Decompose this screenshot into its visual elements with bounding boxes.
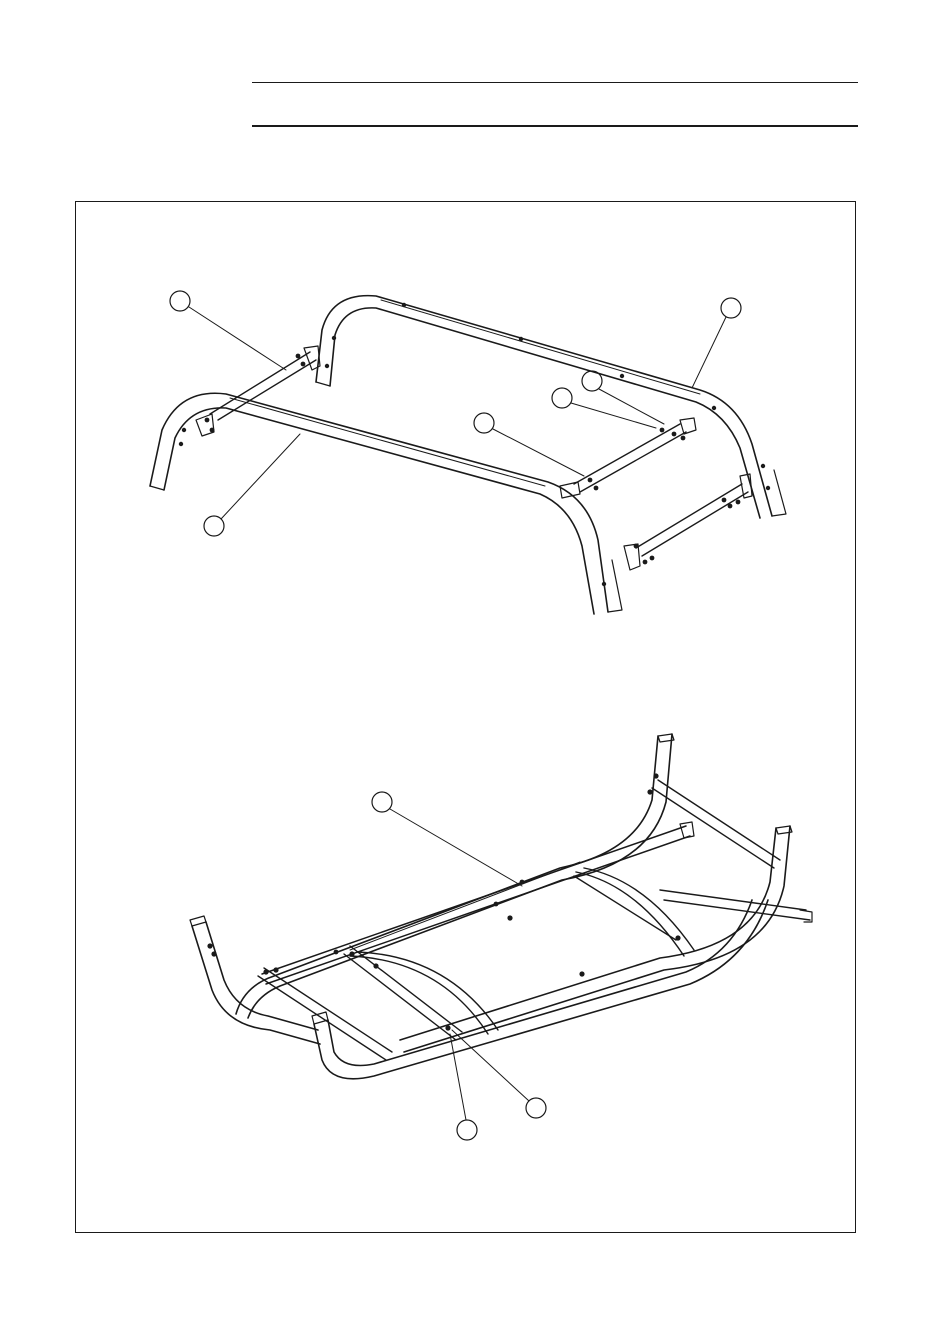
front-rail-holes	[179, 428, 606, 586]
callout-3	[582, 371, 664, 424]
bolt	[507, 915, 512, 920]
leader-line	[390, 809, 522, 886]
bolt-hole	[519, 337, 523, 341]
callout-7	[372, 792, 522, 886]
upper-assembly-view	[150, 291, 786, 614]
bolt	[296, 354, 301, 359]
bolt-hole	[402, 303, 406, 307]
front-side-rail	[150, 393, 622, 614]
bolt-hole	[325, 364, 329, 368]
callout-4	[552, 388, 656, 428]
bolt	[210, 428, 215, 433]
bolt-hole	[332, 336, 336, 340]
bolt	[594, 486, 599, 491]
bolt	[349, 951, 354, 956]
callout-balloon	[582, 371, 602, 391]
lower-slats	[344, 868, 694, 1040]
bolt-hole	[602, 582, 606, 586]
bolt	[634, 544, 639, 549]
lower-left-end	[190, 916, 392, 1060]
left-crossbar	[196, 346, 320, 436]
leader-line	[221, 434, 300, 519]
leader-line	[692, 317, 726, 388]
callout-balloon	[170, 291, 190, 311]
leader-line	[571, 403, 656, 428]
leader-line	[493, 429, 584, 476]
leader-line	[599, 389, 664, 424]
right-crossbar-bolts	[634, 498, 741, 565]
callout-balloon	[457, 1120, 477, 1140]
bolt	[273, 967, 278, 972]
bolt	[445, 1025, 450, 1030]
bolt	[728, 504, 733, 509]
bolt	[205, 418, 210, 423]
callout-balloon	[721, 298, 741, 318]
lower-front-rail	[312, 900, 768, 1079]
lower-assembly-view	[190, 734, 812, 1140]
callout-balloon	[552, 388, 572, 408]
bolt	[579, 971, 584, 976]
bolt	[681, 436, 686, 441]
bolt	[588, 478, 593, 483]
bolt-hole	[179, 442, 183, 446]
bolt-hole	[620, 374, 624, 378]
bolt	[211, 951, 216, 956]
bolt	[736, 500, 741, 505]
bolt	[301, 362, 306, 367]
bolt	[520, 880, 525, 885]
back-rail-holes	[325, 303, 770, 490]
callout-2	[692, 298, 741, 388]
lower-back-rail	[236, 734, 674, 1018]
leader-line	[450, 1034, 466, 1120]
bolt	[660, 428, 665, 433]
middle-crossbar	[560, 418, 696, 498]
bolt	[650, 556, 655, 561]
bolt	[675, 935, 680, 940]
leader-line	[452, 1030, 529, 1101]
leader-line	[189, 307, 286, 370]
bolt-hole	[182, 428, 186, 432]
bolt	[207, 943, 212, 948]
callout-8	[452, 1030, 546, 1118]
bolt-hole	[761, 464, 765, 468]
bolt	[647, 789, 652, 794]
lower-center-rail	[262, 822, 694, 984]
bolt	[334, 950, 339, 955]
lower-bolts	[207, 773, 680, 1030]
bolt	[672, 432, 677, 437]
bolt	[494, 902, 499, 907]
callout-balloon	[372, 792, 392, 812]
bolt	[653, 773, 658, 778]
bolt	[263, 969, 268, 974]
bolt	[373, 963, 378, 968]
bolt-hole	[712, 406, 716, 410]
bolt	[722, 498, 727, 503]
bolt-hole	[766, 486, 770, 490]
callout-balloon	[474, 413, 494, 433]
callout-1	[170, 291, 286, 370]
middle-crossbar-bolts	[588, 428, 686, 491]
right-crossbar	[624, 474, 752, 570]
bolt	[643, 560, 648, 565]
callout-6	[204, 434, 300, 536]
